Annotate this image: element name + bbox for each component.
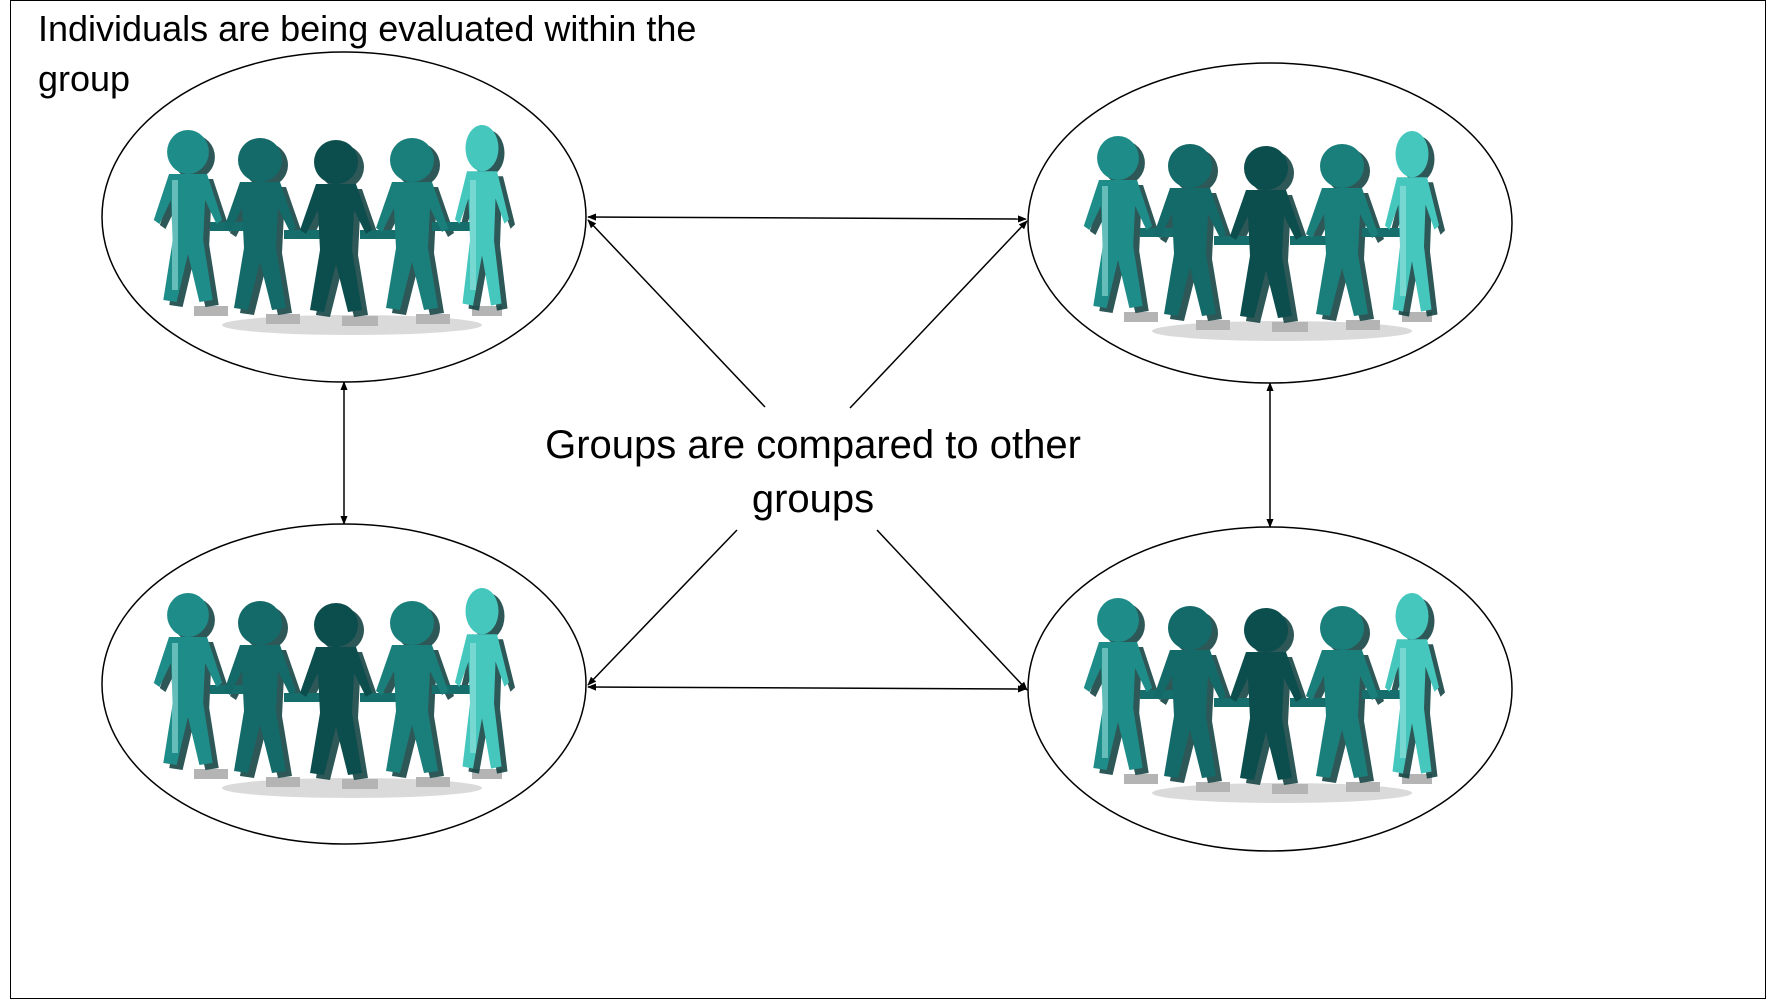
group-bottom-left	[101, 523, 587, 845]
group-top-right	[1027, 62, 1513, 384]
arrow-center-to-top-left	[587, 219, 766, 408]
arrow-center-to-bottom-right	[876, 529, 1028, 691]
group-bottom-right	[1027, 526, 1513, 852]
arrow-bottom-horizontal	[587, 683, 1027, 693]
between-groups-caption: Groups are compared to other groups	[503, 418, 1123, 526]
arrow-center-to-bottom-left	[587, 529, 738, 686]
arrow-center-to-top-right	[849, 220, 1028, 409]
diagram-frame	[10, 0, 1766, 999]
within-group-caption: Individuals are being evaluated within t…	[38, 8, 697, 99]
arrow-top-horizontal	[587, 213, 1027, 223]
